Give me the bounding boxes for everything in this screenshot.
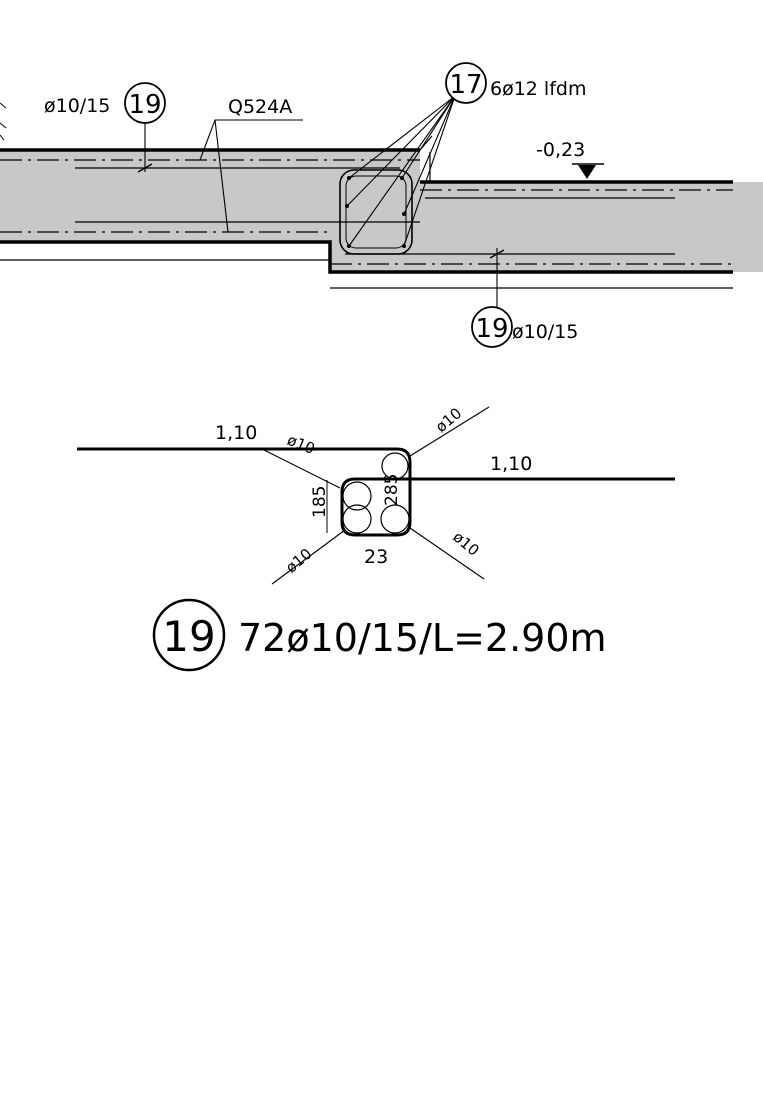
bar-label-bottom-left: ø10	[282, 545, 315, 577]
mark-17-text: 6ø12 lfdm	[490, 78, 586, 100]
mesh-label: Q524A	[228, 96, 292, 118]
mark-17	[445, 62, 487, 104]
left-length-label: 1,10	[215, 422, 257, 444]
top-left-mark-number: 19	[128, 90, 161, 120]
schedule-mark	[152, 598, 226, 672]
schedule-mark-number: 19	[162, 612, 215, 661]
bottom-mark-number: 19	[475, 314, 508, 344]
dimension-285: 285	[382, 474, 402, 506]
mark-17-number: 17	[449, 70, 482, 100]
mark-19-top	[124, 82, 166, 124]
right-length-label: 1,10	[490, 453, 532, 475]
slab-section: ø10/15 19 Q524A 17 6ø12 lfdm -0,23 19 ø1…	[0, 62, 763, 348]
stirrup	[339, 169, 413, 255]
bar-label-top-left: ø10	[285, 431, 318, 458]
bar-shape-detail: 1,10 1,10 ø10 ø10 ø10 ø10 185 285 23	[77, 404, 675, 585]
bottom-bar-label: ø10/15	[512, 321, 578, 343]
dimension-185: 185	[310, 486, 330, 518]
bar-schedule: 19 72ø10/15/L=2.90m	[152, 598, 607, 672]
bar-label-bottom-right: ø10	[449, 528, 482, 560]
level-label: -0,23	[536, 139, 585, 161]
level-marker-icon	[578, 165, 596, 179]
top-left-bar-label: ø10/15	[44, 95, 110, 117]
dimension-23: 23	[364, 546, 388, 568]
mark-19-bottom	[471, 306, 513, 348]
schedule-text: 72ø10/15/L=2.90m	[238, 616, 607, 660]
bar-label-top-right: ø10	[432, 404, 465, 436]
